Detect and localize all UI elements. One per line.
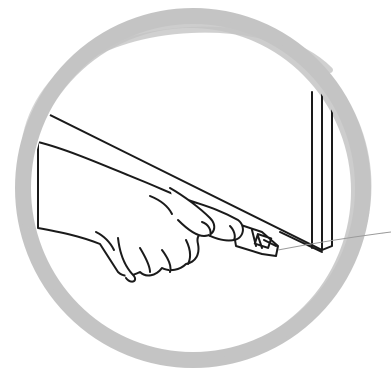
callout-leader-line: [278, 232, 391, 250]
hand-icon: [38, 142, 243, 282]
